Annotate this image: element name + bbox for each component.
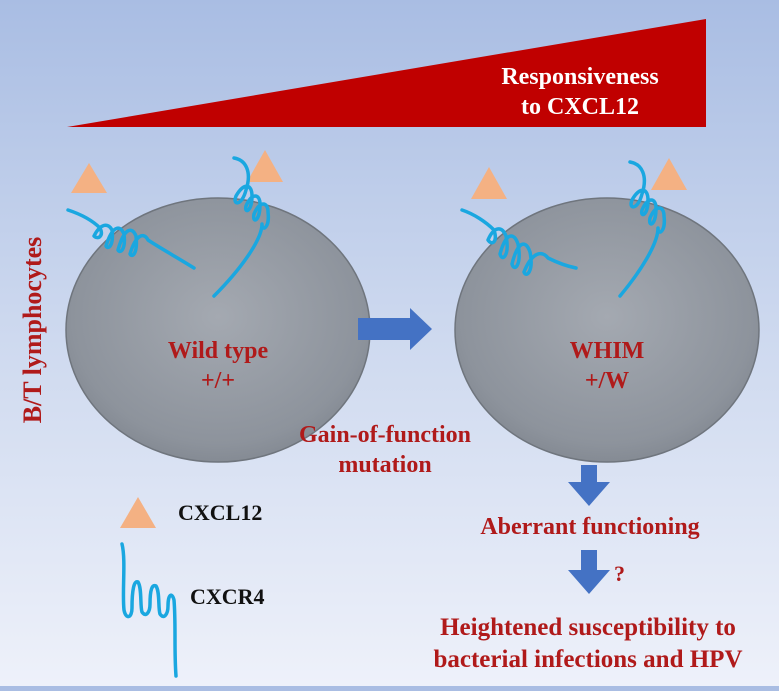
susceptibility-label: Heightened susceptibility to bacterial i… xyxy=(400,612,776,676)
question-mark: ? xyxy=(614,561,625,586)
whim-label-line2: +/W xyxy=(584,368,630,394)
mutation-label: Gain-of-function mutation xyxy=(260,420,510,480)
wild-type-label-line1: Wild type xyxy=(167,338,269,364)
aberrant-functioning-label: Aberrant functioning xyxy=(480,514,700,540)
cxcr4-legend-icon xyxy=(120,542,178,678)
cxcr4-receptor-icon xyxy=(66,208,196,270)
down-arrow-1 xyxy=(568,465,610,506)
responsiveness-label: Responsiveness to CXCL12 xyxy=(480,62,680,122)
cxcl12-ligand-icon xyxy=(247,150,283,182)
mutation-arrow xyxy=(358,308,432,350)
whim-label-line1: WHIM xyxy=(569,338,645,364)
whim-label: WHIM +/W xyxy=(507,336,707,396)
cxcl12-ligand-icon xyxy=(651,158,687,190)
mutation-label-line1: Gain-of-function xyxy=(298,422,471,448)
responsiveness-wedge xyxy=(67,19,706,127)
side-axis-label: B/T lymphocytes xyxy=(18,236,47,424)
cxcl12-ligand-icon xyxy=(471,167,507,199)
responsiveness-label-line1: Responsiveness xyxy=(501,64,659,90)
cxcr4-receptor-icon xyxy=(460,208,578,276)
down-arrow-2 xyxy=(568,550,610,594)
cxcr4-receptor-icon xyxy=(212,156,271,298)
wild-type-label-line2: +/+ xyxy=(200,368,236,394)
cxcr4-receptor-icon xyxy=(618,160,667,298)
wild-type-label: Wild type +/+ xyxy=(118,336,318,396)
susceptibility-label-line2: bacterial infections and HPV xyxy=(433,646,743,673)
legend-cxcr4-label: CXCR4 xyxy=(190,584,265,609)
responsiveness-label-line2: to CXCL12 xyxy=(521,94,639,120)
cxcl12-legend-icon xyxy=(120,497,156,528)
cxcl12-ligand-icon xyxy=(71,163,107,193)
susceptibility-label-line1: Heightened susceptibility to xyxy=(440,614,736,641)
legend-cxcl12-label: CXCL12 xyxy=(178,500,263,525)
mutation-label-line2: mutation xyxy=(338,452,432,478)
